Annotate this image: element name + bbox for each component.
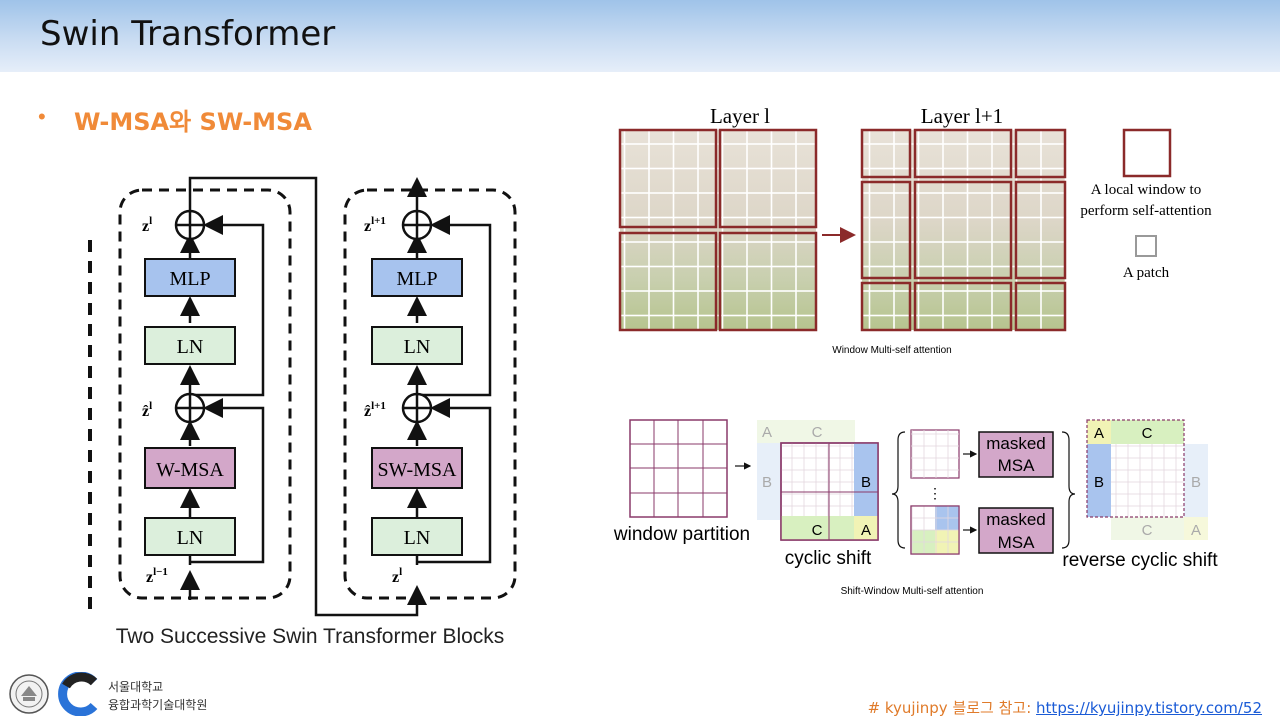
cyclic-shift-grid (757, 420, 879, 541)
university-name: 서울대학교 융합과학기술대학원 (108, 678, 207, 714)
reference-link[interactable]: https://kyujinpy.tistory.com/52 (1036, 699, 1262, 717)
cyclic-b-ghost: B (762, 474, 772, 491)
left-z-in-label: zl−1 (146, 566, 168, 586)
cyclic-c: C (812, 522, 823, 539)
reverse-b-ghost: B (1191, 474, 1201, 491)
university-line2: 융합과학기술대학원 (108, 698, 208, 712)
right-add-top-icon (401, 209, 433, 241)
left-add-top-icon (174, 209, 206, 241)
left-block-frame (118, 188, 292, 600)
left-z-out-label: zl (142, 215, 152, 235)
right-z-out-label: zl+1 (364, 215, 386, 235)
left-add-mid-icon (174, 392, 206, 424)
university-line1: 서울대학교 (108, 680, 164, 694)
legend-window-line2: perform self-attention (1080, 203, 1212, 219)
reverse-b: B (1094, 474, 1104, 491)
right-block-frame (343, 188, 517, 600)
bullet-heading: W-MSA와 SW-MSA (74, 108, 312, 136)
right-z-in-label: zl (392, 566, 402, 586)
cyclic-shift-label: cyclic shift (785, 548, 872, 569)
cyclic-a-ghost: A (762, 424, 772, 441)
reverse-cyclic-shift-label: reverse cyclic shift (1062, 550, 1218, 571)
right-swmsa-label: SW-MSA (378, 459, 457, 481)
block-diagram-caption: Two Successive Swin Transformer Blocks (116, 625, 505, 648)
left-zhat-label: ẑl (142, 400, 152, 420)
left-ln-top-label: LN (177, 336, 204, 358)
right-add-mid-icon (401, 392, 433, 424)
snu-seal-logo (9, 674, 49, 714)
window-ellipsis: ⋮ (928, 485, 942, 501)
window-attention-caption: Window Multi-self attention (832, 345, 952, 356)
cyclic-b: B (861, 474, 871, 491)
layer-l-label: Layer l (710, 104, 770, 128)
reverse-c: C (1142, 425, 1153, 442)
window-attention-figure: Layer l Layer l+1 A local window to perf… (618, 104, 1212, 356)
layer-l1-label: Layer l+1 (921, 104, 1003, 128)
legend-patch-swatch (1135, 235, 1157, 257)
shift-window-figure: window partition A C B B C A cyclic shif… (613, 419, 1218, 597)
title-bar (0, 0, 1280, 72)
left-wmsa-label: W-MSA (156, 459, 224, 481)
left-brace (891, 431, 906, 549)
masked-msa-bottom (978, 507, 1054, 554)
reverse-c-ghost: C (1142, 522, 1153, 539)
reverse-shift-grid (1086, 419, 1208, 540)
layer-l-image (618, 128, 818, 332)
legend-window-line1: A local window to (1091, 182, 1201, 198)
swin-block-diagram: MLP LN W-MSA LN zl ẑl zl−1 MLP LN SW-MSA… (88, 176, 517, 648)
right-zhat-label: ẑl+1 (364, 400, 386, 420)
reverse-a-ghost: A (1191, 522, 1201, 539)
reference-note: # kyujinpy 블로그 참고: https://kyujinpy.tist… (868, 697, 1262, 718)
window-partition-grid (629, 419, 728, 518)
cyclic-a: A (861, 522, 871, 539)
masked-msa-top-line2: MSA (998, 456, 1036, 475)
right-mlp-label: MLP (396, 268, 437, 290)
legend-window-swatch (1122, 128, 1172, 178)
layer-l1-image (860, 128, 1067, 332)
bullet-marker: • (38, 104, 46, 129)
window-sample-bottom (910, 505, 960, 555)
left-mlp-label: MLP (169, 268, 210, 290)
legend-patch-label: A patch (1123, 265, 1170, 281)
cyclic-c-ghost: C (812, 424, 823, 441)
masked-msa-bottom-line2: MSA (998, 533, 1036, 552)
right-ln-bottom-label: LN (404, 527, 431, 549)
reference-prefix: # kyujinpy 블로그 참고: (867, 699, 1037, 717)
right-brace (1061, 431, 1076, 549)
masked-msa-bottom-line1: masked (986, 510, 1046, 529)
right-ln-top-label: LN (404, 336, 431, 358)
shift-window-caption: Shift-Window Multi-self attention (841, 586, 984, 597)
left-ln-bottom-label: LN (177, 527, 204, 549)
slide-title: Swin Transformer (40, 14, 336, 54)
window-partition-label: window partition (613, 524, 750, 545)
masked-msa-top (978, 431, 1054, 478)
gscst-logo (58, 672, 98, 716)
masked-msa-top-line1: masked (986, 434, 1046, 453)
reverse-a: A (1094, 425, 1104, 442)
